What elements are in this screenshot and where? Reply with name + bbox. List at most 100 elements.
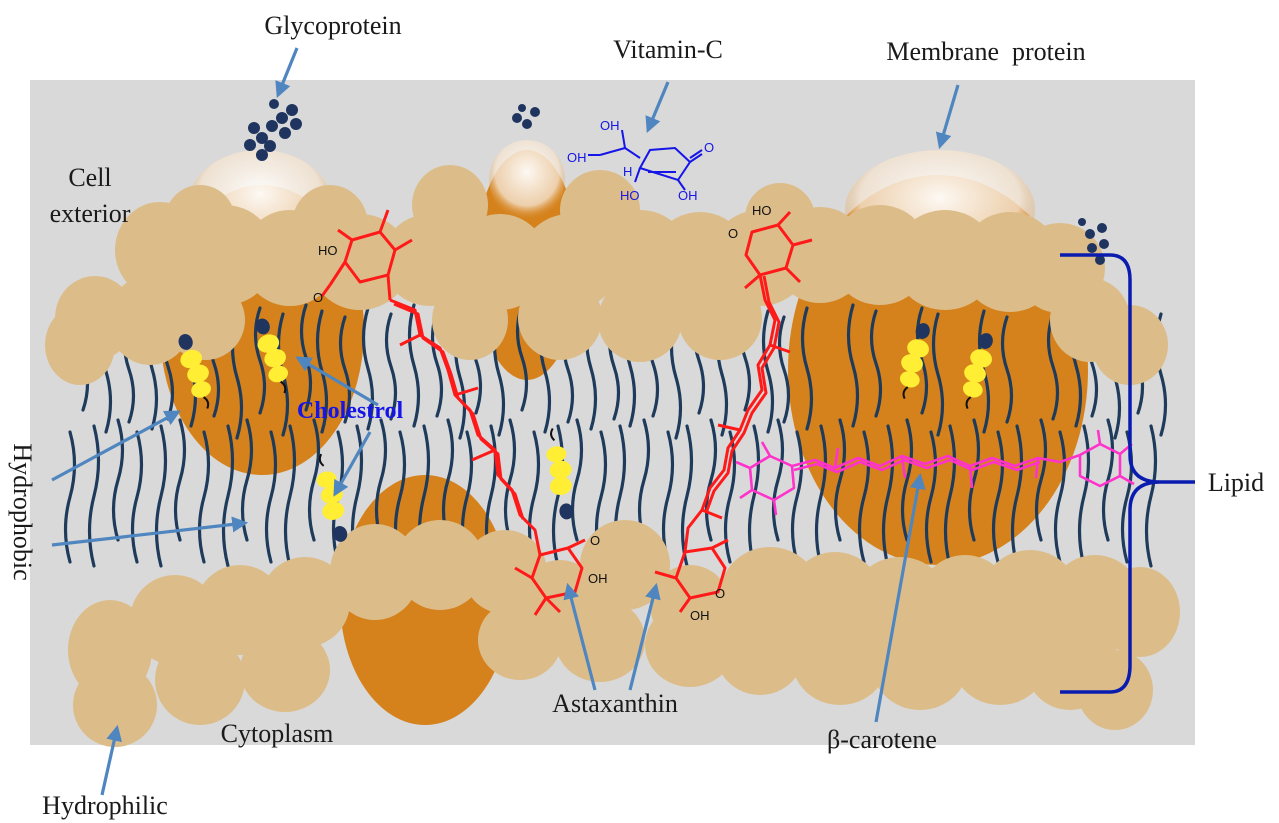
lipid-tail (551, 424, 565, 568)
lipid-head (452, 214, 548, 310)
lipid-tail (1053, 430, 1067, 564)
lipid-tail (503, 418, 517, 542)
lipid-tail (900, 418, 914, 542)
lipid-tail (374, 418, 388, 542)
arrow-cholesterol-upper (295, 356, 379, 407)
lipid-tail (384, 312, 398, 421)
arrow-membrane-protein (935, 84, 960, 150)
lipid-tail (747, 424, 761, 568)
lipid-tail (761, 309, 775, 434)
lipid-tail (1034, 418, 1048, 542)
lipid-head (165, 185, 235, 255)
lipid-tail (1101, 418, 1115, 542)
label-vitamin-c: Vitamin-C (613, 35, 723, 64)
chem-label-vitc-oh-top: OH (600, 118, 620, 133)
label-cytoplasm: Cytoplasm (221, 719, 334, 748)
arrow-vitamin-c (645, 81, 670, 133)
label-cholesterol: Cholestrol (297, 398, 404, 424)
label-arrows (51, 47, 960, 796)
lipid-tail (87, 424, 101, 568)
lipid-tail (221, 424, 235, 568)
lipid-tail (307, 418, 321, 542)
lipid-tail (1010, 424, 1024, 568)
small-protein-top-white (489, 140, 565, 220)
lipid-tail (264, 430, 278, 564)
lipid-tail (1000, 315, 1014, 424)
label-glycoprotein: Glycoprotein (264, 11, 401, 40)
lipid-tail (661, 430, 675, 564)
lipid-tail (407, 303, 421, 428)
lipid-tail (1077, 424, 1091, 568)
label-lipid: Lipid (1208, 468, 1264, 497)
chem-label-vitc-o: O (704, 140, 714, 155)
arrow-astaxanthin-left (563, 582, 597, 691)
lipid-head (260, 557, 350, 647)
arrow-cholesterol-lower (333, 431, 372, 497)
lipid-head (745, 183, 815, 253)
lipid-head (330, 524, 420, 620)
chem-label-ho-right: HO (752, 203, 772, 218)
chem-label-ho-left: HO (318, 243, 338, 258)
lipid-tail (680, 424, 694, 568)
lipid-tail (833, 418, 847, 542)
lipid-tail (173, 418, 187, 542)
glyco-chain-middle (512, 104, 540, 129)
lipid-tail (197, 430, 211, 564)
lipid-tail (283, 424, 297, 568)
chem-label-o-right: O (728, 226, 738, 241)
lipid-tail (361, 306, 375, 431)
label-astaxanthin: Astaxanthin (552, 689, 678, 718)
lipid-head (108, 275, 192, 365)
label-cell-exterior-line2: exterior (50, 199, 131, 228)
chem-label-o-left: O (313, 290, 323, 305)
glyco-chain-left (244, 99, 302, 161)
lipid-tail (991, 430, 1005, 564)
lipid-tail (800, 306, 814, 431)
chem-atom-labels: HO O O OH O OH HO O OH OH H HO OH O (313, 118, 772, 623)
cholesterol-molecules (178, 318, 993, 542)
chem-label-vitc-oh-right: OH (678, 188, 698, 203)
lipid-tail (931, 312, 945, 437)
lipid-tail (723, 430, 737, 564)
chem-label-oh-right-bottom: OH (690, 608, 710, 623)
arrow-hydrophobic-upper (51, 410, 181, 482)
chem-label-oh-mid: OH (588, 571, 608, 586)
lipid-tail (924, 430, 938, 564)
label-hydrophobic: Hydrophobic (8, 443, 37, 580)
chem-label-o-right-bottom: O (715, 586, 725, 601)
chem-label-vitc-h: H (623, 164, 632, 179)
chem-label-o-mid: O (590, 533, 600, 548)
lipid-tail (869, 309, 883, 418)
lipid-tail (130, 430, 144, 564)
lipid-tail (154, 424, 168, 568)
lipid-heads (45, 165, 1180, 747)
lipid-tail (1144, 424, 1158, 568)
lipid-tail (1046, 312, 1060, 421)
vitamin-c-molecule (588, 129, 703, 191)
lipid-tail (637, 418, 651, 542)
label-beta-carotene: β-carotene (827, 725, 937, 754)
lipid-tail (943, 424, 957, 568)
arrow-hydrophilic (100, 724, 123, 796)
arrow-glycoprotein (275, 47, 299, 98)
arrow-astaxanthin-right (628, 582, 661, 691)
lipid-tail (771, 418, 785, 542)
lipid-head (650, 565, 730, 645)
arrow-beta-carotene (874, 472, 926, 723)
label-hydrophilic: Hydrophilic (42, 791, 168, 820)
astaxanthin-molecule-left (320, 209, 586, 616)
chem-label-vitc-ho: HO (620, 188, 640, 203)
lipid-tail (857, 430, 871, 564)
lipid-tail (777, 315, 791, 424)
lipid-tail (814, 424, 828, 568)
lipid-head (1100, 567, 1180, 657)
lipid-head (240, 628, 330, 712)
lipid-tail (881, 424, 895, 568)
lipid-tail (704, 418, 718, 542)
lipid-tail (790, 430, 804, 564)
arrow-hydrophobic-lower (51, 516, 249, 547)
label-membrane-protein: Membrane protein (886, 37, 1085, 66)
lipid-head (45, 305, 115, 385)
beta-carotene-molecule (735, 429, 1135, 516)
